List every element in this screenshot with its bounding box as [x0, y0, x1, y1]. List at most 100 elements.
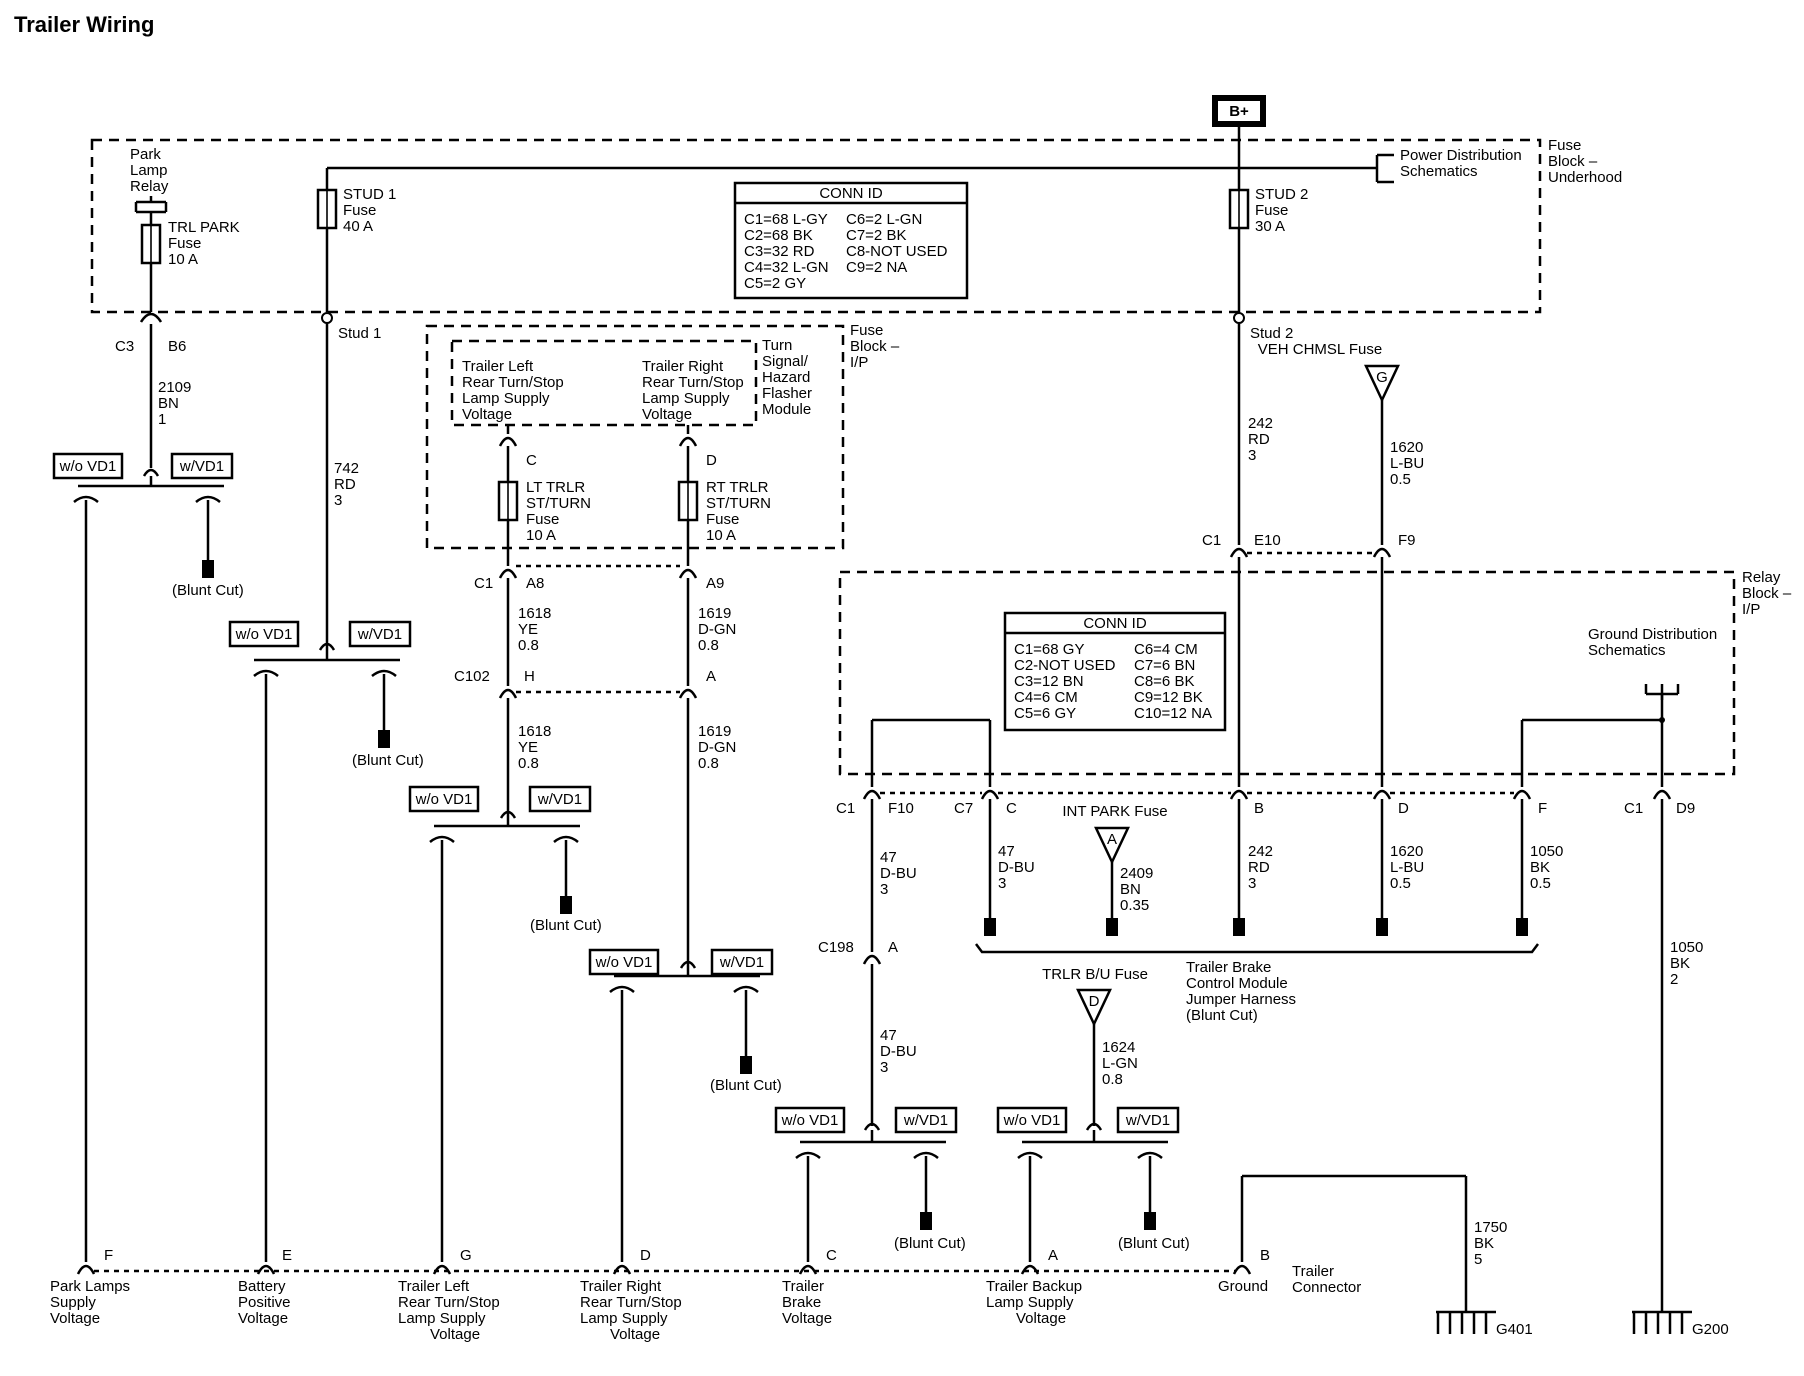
- flasher-label: Signal/: [762, 353, 809, 370]
- wire-label: 5: [1474, 1251, 1482, 1268]
- blunt-cut-end: [740, 1056, 752, 1074]
- pin-label: D: [706, 452, 717, 469]
- wire-label: D-BU: [998, 859, 1035, 876]
- right-supply-label: Rear Turn/Stop: [642, 374, 744, 391]
- wire-label: 1619: [698, 605, 731, 622]
- blunt-cut-end: [1106, 918, 1118, 936]
- blunt-cut-end: [920, 1212, 932, 1230]
- ip-fuse-block: [425, 324, 845, 550]
- wire-label: 0.5: [1390, 471, 1411, 488]
- wire-label: 3: [334, 492, 342, 509]
- ground-dist-label: Ground Distribution: [1588, 626, 1717, 643]
- c198-label: C198: [818, 939, 854, 956]
- conn-id-entry: C9=2 NA: [846, 259, 907, 276]
- connector-pin: E: [282, 1247, 292, 1264]
- wire-label: YE: [518, 621, 538, 638]
- connector-pin: D: [640, 1247, 651, 1264]
- connector-pin: F: [104, 1247, 113, 1264]
- veh-chmsl-pin: G: [1376, 369, 1388, 386]
- w-vd1-box: [348, 620, 412, 648]
- w-vd1-box: [710, 948, 774, 976]
- conn-id-entry: C6=4 CM: [1134, 641, 1198, 658]
- park-relay-1: Park: [130, 146, 161, 163]
- g401-label: G401: [1496, 1321, 1533, 1338]
- connector-desc: Voltage: [50, 1310, 100, 1327]
- wo-vd1-label: w/o VD1: [1003, 1112, 1061, 1129]
- stud1-fuse-3: 40 A: [343, 218, 373, 235]
- connector-desc: Lamp Supply: [398, 1310, 486, 1327]
- trlr-bu-label: TRLR B/U Fuse: [1042, 966, 1148, 983]
- wire-label: 1620: [1390, 439, 1423, 456]
- blunt-cut-label: (Blunt Cut): [172, 582, 244, 599]
- blunt-cut-label: (Blunt Cut): [352, 752, 424, 769]
- conn-id-entry: C10=12 NA: [1134, 705, 1212, 722]
- trl-park-fuse-2: Fuse: [168, 235, 201, 252]
- connector-desc: Trailer Right: [580, 1278, 662, 1295]
- conn-id-entry: C4=32 L-GN: [744, 259, 829, 276]
- right-supply-label: Voltage: [642, 406, 692, 423]
- w-vd1-box: [894, 1106, 958, 1134]
- right-supply-label: Trailer Right: [642, 358, 724, 375]
- flasher-label: Hazard: [762, 369, 810, 386]
- blunt-cut-end: [984, 918, 996, 936]
- stud2-fuse-2: Fuse: [1255, 202, 1288, 219]
- left-supply-label: Rear Turn/Stop: [462, 374, 564, 391]
- g200-label: G200: [1692, 1321, 1729, 1338]
- wire-label: RD: [1248, 431, 1270, 448]
- c7-label: C7: [954, 800, 973, 817]
- wire-label: L-BU: [1390, 455, 1424, 472]
- connector-desc: Voltage: [782, 1310, 832, 1327]
- wire-label: L-GN: [1102, 1055, 1138, 1072]
- wire-label: RD: [334, 476, 356, 493]
- c1-label: C1: [836, 800, 855, 817]
- wire-label: 1050: [1530, 843, 1563, 860]
- conn-id-entry: C4=6 CM: [1014, 689, 1078, 706]
- wire-label: 0.8: [698, 637, 719, 654]
- jumper-label: Control Module: [1186, 975, 1288, 992]
- rt-fuse-label: RT TRLR: [706, 479, 769, 496]
- connector-desc: Voltage: [430, 1326, 480, 1343]
- connector-desc: Positive: [238, 1294, 291, 1311]
- wire-label: BK: [1474, 1235, 1494, 1252]
- connector-desc: Brake: [782, 1294, 821, 1311]
- conn-id-entry: C7=6 BN: [1134, 657, 1195, 674]
- park-relay-2: Lamp: [130, 162, 168, 179]
- lt-fuse-label: ST/TURN: [526, 495, 591, 512]
- c1-label: C1: [1202, 532, 1221, 549]
- wire-label: 0.8: [518, 637, 539, 654]
- wire-label: 1618: [518, 723, 551, 740]
- blunt-cut-end: [1376, 918, 1388, 936]
- a-label: A: [706, 668, 716, 685]
- connector-desc: Trailer: [782, 1278, 824, 1295]
- blunt-cut-end: [1516, 918, 1528, 936]
- wire-label: 1620: [1390, 843, 1423, 860]
- conn-id-entry: C5=2 GY: [744, 275, 806, 292]
- wire-label: 0.5: [1530, 875, 1551, 892]
- conn-id-entry: C8-NOT USED: [846, 243, 948, 260]
- power-dist-1: Power Distribution: [1400, 147, 1522, 164]
- w-vd1-label: w/VD1: [537, 791, 582, 808]
- f9-label: F9: [1398, 532, 1416, 549]
- wire-label: 1624: [1102, 1039, 1135, 1056]
- connector-desc: Park Lamps: [50, 1278, 130, 1295]
- lt-fuse-label: 10 A: [526, 527, 556, 544]
- conn-id-entry: C9=12 BK: [1134, 689, 1203, 706]
- connector-desc: Battery: [238, 1278, 286, 1295]
- ip-block-label: I/P: [850, 354, 868, 371]
- wo-vd1-label: w/o VD1: [59, 458, 117, 475]
- pin-label: F: [1538, 800, 1547, 817]
- w-vd1-label: w/VD1: [719, 954, 764, 971]
- conn-id-entry: C1=68 GY: [1014, 641, 1084, 658]
- relay-block-ip: [838, 570, 1736, 776]
- wire-label: 1618: [518, 605, 551, 622]
- jumper-label: Trailer Brake: [1186, 959, 1271, 976]
- wo-vd1-label: w/o VD1: [781, 1112, 839, 1129]
- w-vd1-box: [1116, 1106, 1180, 1134]
- wire-label: 2409: [1120, 865, 1153, 882]
- wire-label: 3: [998, 875, 1006, 892]
- conn-id-entry: C6=2 L-GN: [846, 211, 922, 228]
- wire-label: 742: [334, 460, 359, 477]
- connector-desc: Rear Turn/Stop: [580, 1294, 682, 1311]
- blunt-cut-end: [202, 560, 214, 578]
